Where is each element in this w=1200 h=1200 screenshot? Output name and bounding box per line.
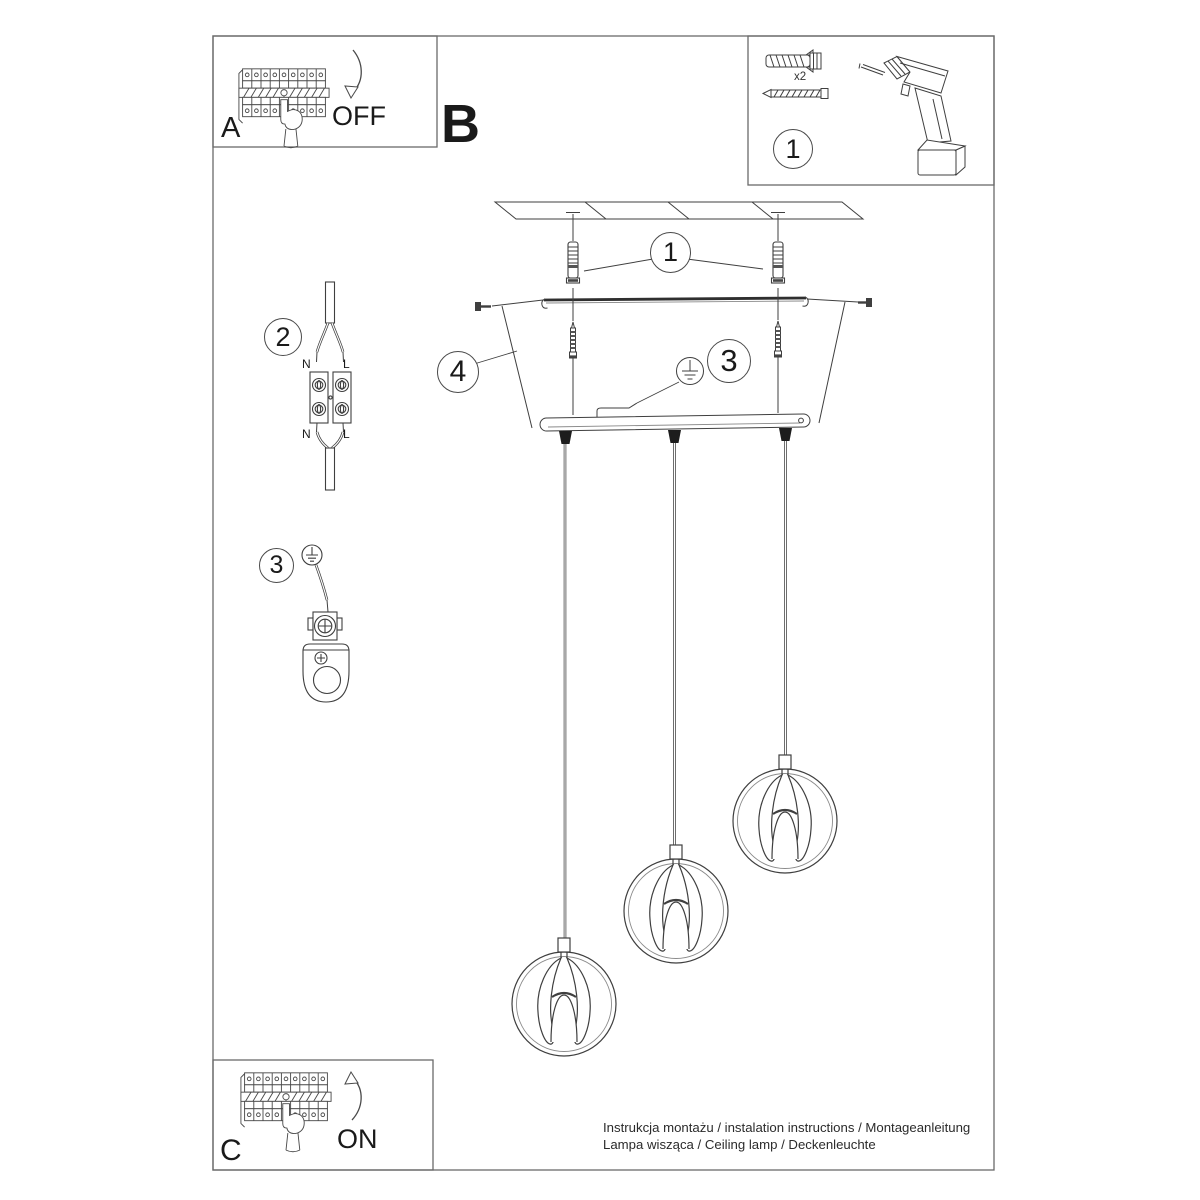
- wire-n-top-label: N: [302, 357, 311, 371]
- wire-connector-detail: [309, 281, 352, 491]
- pendant-cords: [563, 441, 787, 940]
- badge-canopy-leader: [473, 350, 518, 365]
- step-a-illustration: [238, 49, 362, 149]
- mounting-bracket: [541, 292, 809, 309]
- arrow-up-icon: [344, 1070, 362, 1121]
- circuit-breaker-icon: [238, 68, 330, 149]
- kit-badge: 1: [773, 129, 813, 169]
- main-diagram: [473, 201, 872, 940]
- anchor-quantity-label: x2: [794, 71, 807, 83]
- step-c-illustration: [240, 1070, 362, 1153]
- page-border: [212, 35, 995, 1171]
- ground-symbol-icon: [676, 357, 704, 385]
- step-a-label: A: [221, 112, 241, 144]
- screw-icon: [774, 320, 782, 358]
- wire-l-bottom-label: L: [343, 427, 350, 441]
- circuit-breaker-icon: [240, 1072, 332, 1153]
- split-wires-bottom: [315, 422, 345, 450]
- side-screw-right: [806, 298, 872, 307]
- switch-on-label: ON: [337, 1124, 378, 1154]
- screw-icon: [761, 88, 829, 99]
- mounting-bracket-piece: [302, 643, 350, 703]
- kit-box-border: [747, 35, 995, 186]
- kit-box: [761, 49, 967, 177]
- step-b-label: B: [441, 94, 480, 154]
- step-c-box: [212, 1059, 434, 1171]
- fixing-column-right: [770, 214, 786, 413]
- footer-line-1: Instrukcja montażu / instalation instruc…: [603, 1120, 971, 1135]
- connector-badge: 2: [264, 318, 302, 356]
- terminal-block: [309, 371, 352, 424]
- pendant-lamp: [510, 936, 618, 1058]
- ground-symbol-icon: [301, 544, 323, 566]
- footer-text: Instrukcja montażu / instalation instruc…: [603, 1120, 970, 1153]
- screw-icon: [569, 321, 577, 359]
- canopy-outline: [473, 301, 846, 429]
- anchors-badge: 1: [650, 232, 691, 273]
- split-wires-top: [315, 322, 345, 363]
- ground-connection: [596, 357, 704, 419]
- ground-screw-terminal: [307, 611, 343, 641]
- ground-side-badge: 3: [259, 548, 294, 583]
- canopy-badge: 4: [437, 351, 479, 393]
- pendant-lamp: [622, 843, 730, 965]
- wall-anchor-icon: [770, 241, 786, 284]
- switch-off-label: OFF: [332, 101, 386, 131]
- drill-icon: [858, 55, 967, 177]
- wall-anchor-icon: [565, 241, 581, 284]
- fixing-column-left: [565, 214, 581, 415]
- step-a-box: [212, 35, 438, 148]
- ground-main-badge: 3: [707, 339, 751, 383]
- wire-n-bottom-label: N: [302, 427, 311, 441]
- side-screw-left: [475, 299, 544, 311]
- frame: [212, 35, 995, 1171]
- canopy-base: [539, 413, 811, 432]
- ceiling-panel: [493, 201, 865, 220]
- step-c-label: C: [220, 1134, 242, 1167]
- arrow-down-icon: [344, 49, 362, 100]
- pendant-lamp: [731, 753, 839, 875]
- footer-line-2: Lampa wisząca / Ceiling lamp / Deckenleu…: [603, 1136, 876, 1152]
- wall-plug-icon: [765, 49, 822, 73]
- ground-terminal-detail: [301, 544, 350, 703]
- badge-anchors-leaders: [583, 258, 764, 272]
- wire-l-top-label: L: [343, 357, 350, 371]
- cord-grips: [559, 428, 792, 444]
